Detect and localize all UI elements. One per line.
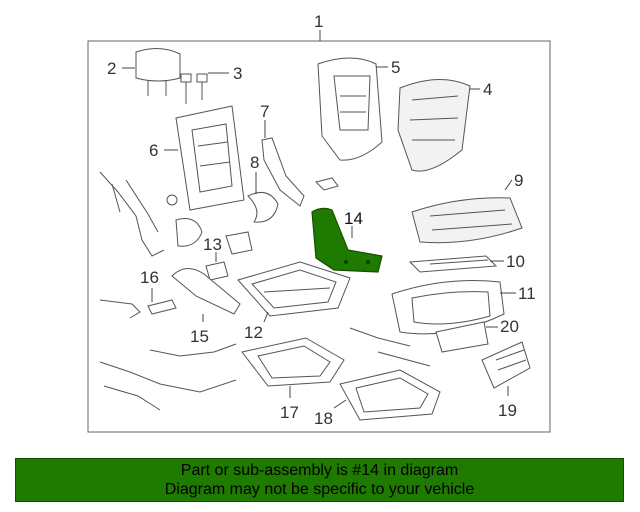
callout-18: 18 bbox=[314, 409, 333, 428]
banner-line-2: Diagram may not be specific to your vehi… bbox=[164, 481, 475, 498]
part-20-bracket[interactable] bbox=[435, 321, 489, 353]
part-7-side-bracket[interactable] bbox=[261, 137, 305, 207]
part-19-side-cover[interactable] bbox=[481, 341, 531, 389]
callout-17: 17 bbox=[280, 403, 299, 422]
callout-1: 1 bbox=[314, 12, 323, 31]
assembly-frame bbox=[87, 40, 551, 433]
callout-15: 15 bbox=[190, 327, 209, 346]
part-8-recliner-cover[interactable] bbox=[247, 191, 279, 223]
banner-line-1: Part or sub-assembly is #14 in diagram bbox=[180, 462, 459, 479]
part-4-back-cover[interactable] bbox=[397, 78, 471, 172]
part-14-side-shield[interactable] bbox=[311, 207, 383, 273]
callout-6: 6 bbox=[149, 141, 158, 160]
callout-3: 3 bbox=[233, 64, 242, 83]
callout-4: 4 bbox=[483, 80, 492, 99]
callout-10: 10 bbox=[506, 252, 525, 271]
part-6-back-frame[interactable] bbox=[175, 105, 245, 211]
parts-diagram: 1 2 3 4 5 6 bbox=[87, 12, 551, 433]
part-16-cable[interactable] bbox=[99, 299, 177, 319]
callout-13: 13 bbox=[203, 235, 222, 254]
part-11-cushion-pad[interactable] bbox=[391, 280, 505, 335]
callout-2: 2 bbox=[107, 59, 116, 78]
part-info-banner: Part or sub-assembly is #14 in diagram D… bbox=[15, 458, 624, 502]
callout-7: 7 bbox=[260, 102, 269, 121]
part-5-back-pad[interactable] bbox=[317, 57, 383, 161]
callout-19: 19 bbox=[498, 401, 517, 420]
part-9-cushion-cover[interactable] bbox=[411, 197, 523, 244]
callout-8: 8 bbox=[250, 153, 259, 172]
part-10-heater[interactable] bbox=[408, 255, 498, 273]
part-13-handle[interactable] bbox=[205, 231, 253, 281]
callout-16: 16 bbox=[140, 268, 159, 287]
callout-9: 9 bbox=[514, 171, 523, 190]
part-3-guides[interactable] bbox=[180, 73, 208, 104]
wiring-harness bbox=[99, 327, 431, 411]
part-15-trim[interactable] bbox=[171, 268, 241, 315]
part-2-headrest[interactable] bbox=[135, 48, 181, 96]
part-18-track-base[interactable] bbox=[339, 369, 441, 421]
part-17-cushion-pan[interactable] bbox=[241, 337, 345, 387]
callout-11: 11 bbox=[518, 284, 536, 303]
callout-5: 5 bbox=[391, 58, 400, 77]
part-12-cushion-frame[interactable] bbox=[237, 261, 351, 317]
callout-14: 14 bbox=[344, 209, 363, 228]
callout-12: 12 bbox=[244, 323, 263, 342]
hinge-hardware bbox=[99, 171, 339, 257]
callout-20: 20 bbox=[500, 317, 519, 336]
